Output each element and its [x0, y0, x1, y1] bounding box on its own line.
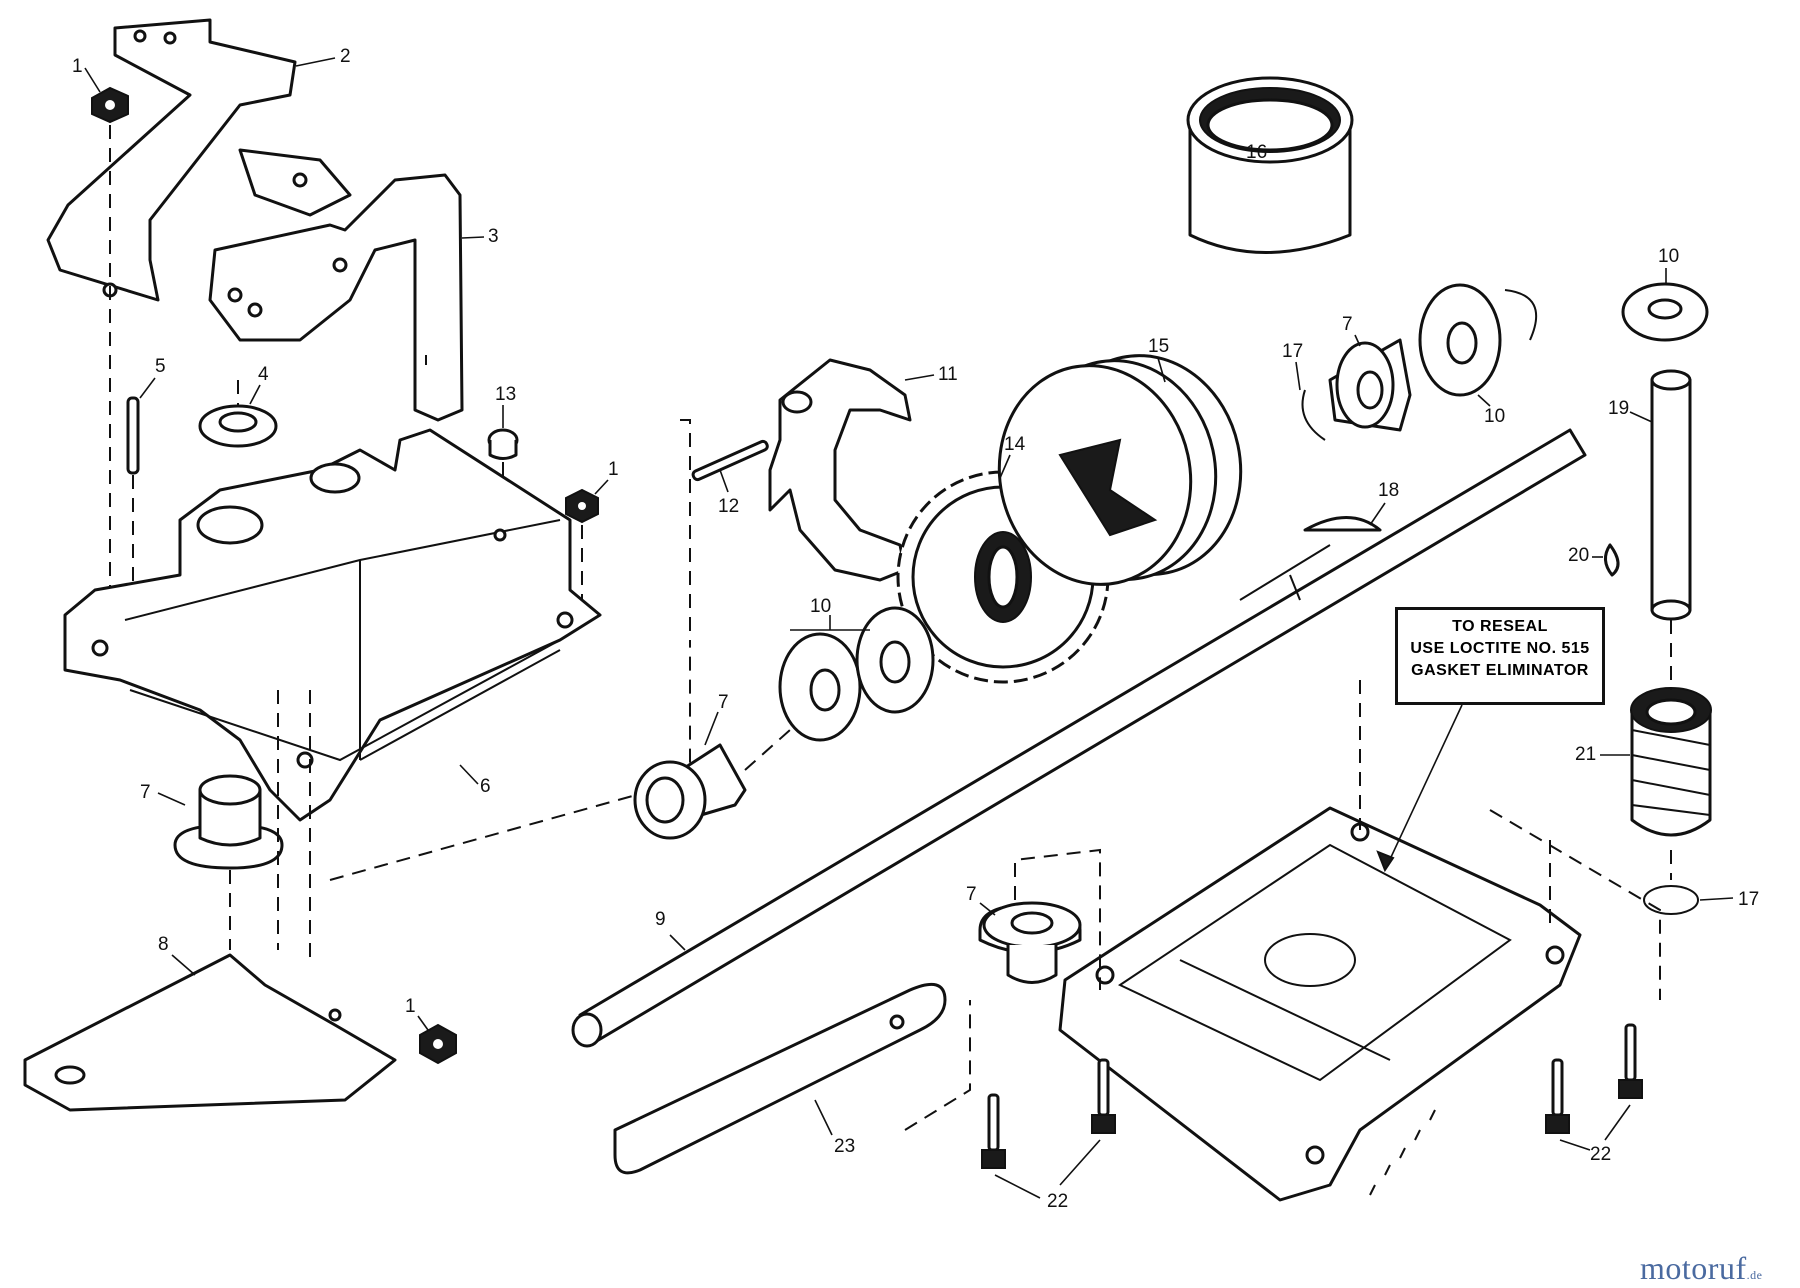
callout-9: 9	[655, 909, 666, 930]
worm-gear-part-21	[1630, 687, 1712, 837]
woodruff-key-part-18	[1303, 516, 1382, 532]
reseal-note-line-1: TO RESEAL	[1452, 618, 1548, 635]
callout-1b: 1	[608, 459, 619, 480]
key-part-20	[1604, 543, 1620, 577]
bushing-part-7-upper	[1328, 338, 1412, 432]
shift-fork-part-11	[768, 358, 912, 582]
callout-23: 23	[834, 1136, 855, 1157]
callout-17a: 17	[1282, 341, 1303, 362]
callout-10c: 10	[1658, 246, 1679, 267]
callouts: 1 2 3 4 5 13 1 6 7 8 1 12 11 7 10 14 9 2…	[72, 46, 1759, 1212]
watermark-tld: .de	[1746, 1268, 1763, 1282]
callout-2: 2	[340, 46, 351, 67]
callout-8: 8	[158, 934, 169, 955]
callout-14: 14	[1004, 434, 1026, 455]
watermark-main: motoruf	[1640, 1250, 1747, 1286]
lever-part-3	[208, 173, 464, 422]
pin-part-12	[691, 439, 769, 482]
callout-19: 19	[1608, 398, 1629, 419]
plug-part-13	[487, 428, 519, 460]
washer-part-10-right	[1621, 282, 1709, 342]
callout-15: 15	[1148, 336, 1169, 357]
retainer-part-17-upper	[1301, 389, 1326, 441]
motoruf-watermark: motoruf.de	[1640, 1250, 1762, 1287]
callout-17b: 17	[1738, 889, 1759, 910]
callout-5: 5	[155, 356, 166, 377]
washer-part-10-upper	[1418, 283, 1502, 397]
plate-part-8	[23, 953, 397, 1112]
pin-part-5	[126, 396, 140, 475]
shaft-part-9	[571, 428, 1587, 1048]
callout-4: 4	[258, 364, 269, 385]
bottom-cover	[1058, 806, 1582, 1202]
worm-shaft-part-19	[1650, 369, 1692, 621]
callout-3: 3	[488, 226, 499, 247]
nut-part-1-middle	[565, 488, 599, 524]
callout-20: 20	[1568, 545, 1589, 566]
callout-10a: 10	[810, 596, 831, 617]
washer-part-4	[198, 404, 278, 448]
note-pointer	[1384, 704, 1463, 871]
callout-1a: 1	[72, 56, 83, 77]
clutch-part-15	[997, 354, 1243, 586]
reseal-note: TO RESEAL USE LOCTITE NO. 515 GASKET ELI…	[1395, 607, 1605, 705]
callout-7b: 7	[718, 692, 729, 713]
nut-part-1-bottom	[419, 1023, 457, 1065]
callout-13: 13	[495, 384, 516, 405]
callout-11: 11	[938, 364, 958, 385]
key-bar-part-23	[613, 982, 947, 1175]
callout-7c: 7	[1342, 314, 1353, 335]
washers-part-10-middle	[778, 606, 935, 742]
reseal-note-line-3: GASKET ELIMINATOR	[1411, 662, 1589, 679]
sleeve-part-16	[1186, 76, 1354, 254]
callout-22b: 22	[1590, 1144, 1611, 1165]
bushing-part-7-lower	[978, 901, 1082, 984]
callout-1c: 1	[405, 996, 416, 1017]
callout-18: 18	[1378, 480, 1399, 501]
callout-6: 6	[480, 776, 491, 797]
callout-21: 21	[1575, 744, 1596, 765]
callout-22a: 22	[1047, 1191, 1068, 1212]
callout-10b: 10	[1484, 406, 1505, 427]
housing-part-6	[63, 428, 602, 822]
callout-16: 16	[1246, 142, 1267, 163]
retainer-part-17-lower	[1643, 885, 1699, 915]
nut-part-1-top	[91, 86, 129, 124]
callout-7a: 7	[140, 782, 151, 803]
bushing-part-7-left	[173, 774, 284, 870]
bolts-part-22	[981, 1023, 1643, 1169]
retainer-part-upper-right	[1504, 289, 1538, 341]
callout-7d: 7	[966, 884, 977, 905]
reseal-note-line-2: USE LOCTITE NO. 515	[1410, 640, 1590, 657]
bushing-part-7-middle	[633, 743, 747, 840]
callout-12: 12	[718, 496, 739, 517]
